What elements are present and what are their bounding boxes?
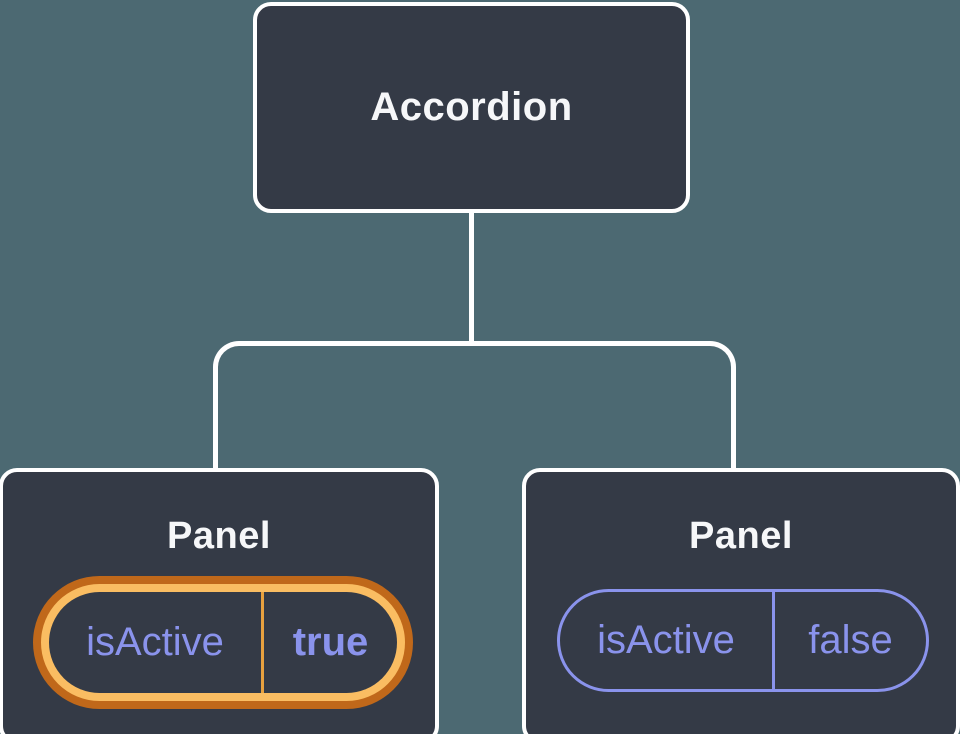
panel-node-inactive: Panel isActive false	[522, 468, 960, 734]
pill-divider	[772, 592, 775, 689]
root-node-label: Accordion	[370, 85, 573, 129]
state-pill-inactive: isActive false	[557, 589, 929, 692]
panel-title: Panel	[689, 515, 793, 557]
connector-bracket	[213, 341, 736, 470]
root-node-accordion: Accordion	[253, 2, 690, 213]
state-key-label: isActive	[86, 620, 224, 664]
state-pill-active-highlight-ring: isActive true	[33, 576, 413, 709]
pill-divider	[261, 592, 264, 693]
panel-node-active: Panel isActive true	[0, 468, 439, 734]
connector-stem	[469, 210, 474, 346]
panel-title: Panel	[167, 515, 271, 557]
state-value-label: true	[292, 620, 369, 664]
state-pill-active: isActive true	[49, 592, 397, 693]
state-key-label: isActive	[597, 618, 735, 662]
state-value-label: false	[808, 618, 893, 662]
